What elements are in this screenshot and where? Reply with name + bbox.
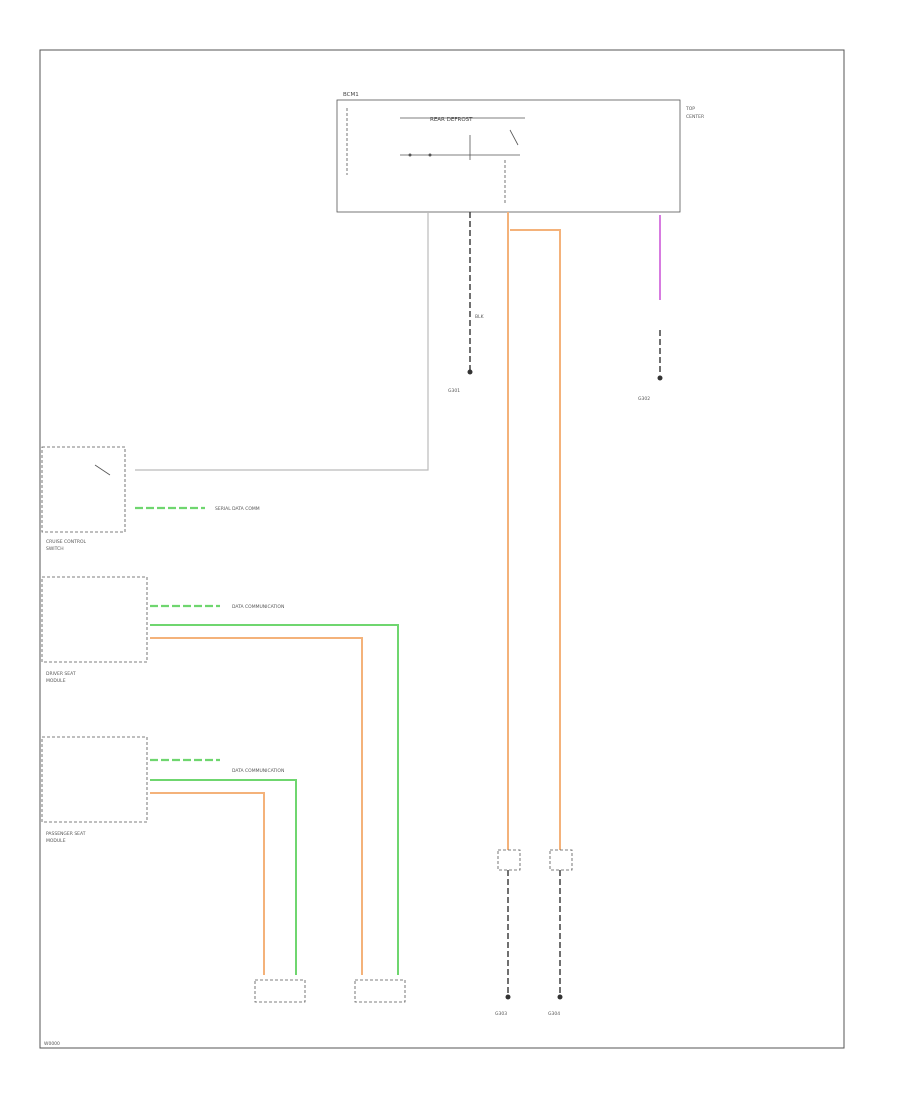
passenger-module-name-2: MODULE <box>46 838 66 844</box>
component-bcm: BCM1 REAR DEFROST TOP CENTER <box>336 92 704 213</box>
driver-module-name-1: DRIVER SEAT <box>46 671 76 677</box>
footer-code: W0000 <box>44 1041 60 1047</box>
component-passenger-module: PASSENGER SEAT MODULE <box>41 736 148 844</box>
cruise-switch-name-2: SWITCH <box>46 546 64 552</box>
bcm-name-line-2: CENTER <box>686 114 704 120</box>
component-cruise-switch: CRUISE CONTROL SWITCH <box>41 446 126 552</box>
wire-orange-passenger <box>150 792 265 975</box>
driver-module-name-2: MODULE <box>46 678 66 684</box>
bcm-name-line-1: TOP <box>685 106 695 112</box>
diagram-frame <box>39 49 845 1049</box>
wire-orange-driver <box>150 637 363 975</box>
seat-element-left <box>497 849 521 871</box>
cruise-data-label: SERIAL DATA COMM <box>215 506 260 512</box>
driver-data-label: DATA COMMUNICATION <box>232 604 284 610</box>
wire-green-driver <box>150 624 399 975</box>
bcm-ref: BCM1 <box>343 92 359 98</box>
ground-g304: G304 <box>548 1011 560 1017</box>
connector-middle <box>354 979 406 1003</box>
passenger-module-name-1: PASSENGER SEAT <box>46 831 86 837</box>
wire-green-passenger <box>150 779 297 975</box>
bcm-tag: REAR DEFROST <box>430 117 473 123</box>
wire-orange-right <box>510 229 561 850</box>
ground-g301: G301 <box>448 388 460 394</box>
component-driver-module: DRIVER SEAT MODULE <box>41 576 148 684</box>
seat-element-right <box>549 849 573 871</box>
ground-g302: G302 <box>638 396 650 402</box>
cruise-switch-name-1: CRUISE CONTROL <box>46 539 86 545</box>
ground-g303: G303 <box>495 1011 507 1017</box>
connector-left <box>254 979 306 1003</box>
wire-gray-cruise <box>135 212 429 471</box>
passenger-data-label: DATA COMMUNICATION <box>232 768 284 774</box>
wire-label-blk-1: BLK <box>475 314 485 320</box>
